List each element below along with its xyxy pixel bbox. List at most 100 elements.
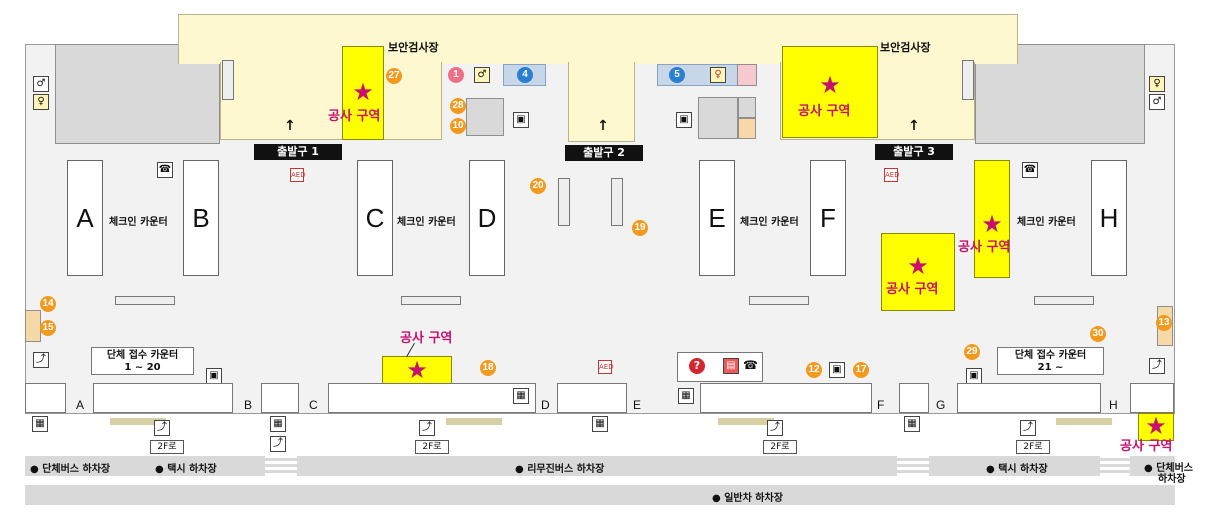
aed-icon-2[interactable]: AED xyxy=(884,168,900,182)
escalator-icon-2[interactable]: ⤴ xyxy=(419,420,435,436)
escalator-tag-4[interactable]: 2F로 xyxy=(1016,440,1050,454)
atm-icon-right[interactable]: ▣ xyxy=(966,368,982,384)
escalator-tag-3[interactable]: 2F로 xyxy=(763,440,797,454)
general-car-road xyxy=(25,485,1175,505)
bench-2 xyxy=(401,296,461,305)
counter-letter-B: B xyxy=(192,203,210,233)
road-label-general-car: ● 일반차 하차장 xyxy=(712,493,783,504)
facility-1[interactable]: 1 xyxy=(448,67,464,83)
info-desk-phone-box[interactable]: ▤ xyxy=(723,358,739,374)
center-pillar-20 xyxy=(558,178,570,226)
door-post-B xyxy=(261,383,299,413)
center-room-left xyxy=(466,98,504,136)
men-toilet-icon-left[interactable]: ♂ xyxy=(33,76,49,92)
facility-5[interactable]: 5 xyxy=(669,67,685,83)
crosswalk-1 xyxy=(265,456,297,476)
counter-letter-D: D xyxy=(477,203,497,233)
facility-14[interactable]: 14 xyxy=(40,296,56,312)
construction-zone-1 xyxy=(342,46,384,140)
atm-icon-center-right[interactable]: ▣ xyxy=(676,112,692,128)
phone-icon-1[interactable]: ☎ xyxy=(157,162,173,178)
facility-10[interactable]: 10 xyxy=(450,118,466,134)
elevator-icon-5[interactable]: ▦ xyxy=(678,388,694,404)
road-label-group-bus-right-2: 하차장 xyxy=(1158,474,1186,485)
facility-20[interactable]: 20 xyxy=(530,178,546,194)
checkin-label-GH: 체크인 카운터 xyxy=(1017,217,1076,228)
facility-12[interactable]: 12 xyxy=(806,362,822,378)
gate-3[interactable]: 출발구 3 xyxy=(875,144,953,160)
road-label-limousine: ● 리무진버스 하차장 xyxy=(515,464,605,475)
door-bay-AB xyxy=(93,383,233,413)
door-letter-B: B xyxy=(244,398,253,412)
bench-3 xyxy=(749,296,809,305)
gate-1[interactable]: 출발구 1 xyxy=(254,144,342,160)
aed-icon-3[interactable]: AED xyxy=(598,360,614,374)
ramp-2 xyxy=(446,418,502,425)
door-bay-GH xyxy=(957,383,1101,413)
escalator-icon-1[interactable]: ⤴ xyxy=(154,420,170,436)
escalator-tag-1[interactable]: 2F로 xyxy=(150,440,184,454)
escalator-icon-4[interactable]: ⤴ xyxy=(1020,420,1036,436)
counter-letter-F: F xyxy=(820,203,836,233)
crosswalk-2 xyxy=(897,456,929,476)
group-counter-left[interactable]: 단체 접수 카운터 1 ~ 20 xyxy=(91,347,194,375)
escalator-icon-right-wall[interactable]: ⤴ xyxy=(1149,358,1165,374)
facility-17[interactable]: 17 xyxy=(853,362,869,378)
facility-4[interactable]: 4 xyxy=(517,67,533,83)
construction-label-5: 공사 구역 xyxy=(400,331,453,346)
men-toilet-icon[interactable]: ♂ xyxy=(474,67,490,83)
escalator-icon-3[interactable]: ⤴ xyxy=(767,420,783,436)
facility-15[interactable]: 15 xyxy=(40,320,56,336)
facility-30[interactable]: 30 xyxy=(1090,326,1106,342)
door-post-left xyxy=(25,383,66,413)
escalator-tag-2[interactable]: 2F로 xyxy=(415,440,449,454)
women-toilet-icon[interactable]: ♀ xyxy=(710,67,726,83)
info-icon[interactable]: ? xyxy=(689,358,705,374)
road-label-taxi-left: ● 택시 하차장 xyxy=(155,464,217,475)
atm-icon-left[interactable]: ▣ xyxy=(206,368,222,384)
info-desk-phone-icon[interactable]: ☎ xyxy=(743,358,758,372)
construction-label-6: 공사 구역 xyxy=(1120,439,1173,454)
left-wall-peach xyxy=(25,310,41,342)
facility-13[interactable]: 13 xyxy=(1156,315,1172,331)
atm-icon-center-left[interactable]: ▣ xyxy=(513,112,529,128)
checkin-counter-B[interactable] xyxy=(183,160,219,276)
checkin-counter-E[interactable] xyxy=(699,160,735,276)
center-room-small xyxy=(738,97,756,118)
door-post-D xyxy=(557,383,627,413)
women-toilet-icon-right[interactable]: ♀ xyxy=(1149,76,1165,92)
escalator-icon-B[interactable]: ⤴ xyxy=(270,436,286,452)
men-toilet-icon-right[interactable]: ♂ xyxy=(1149,94,1165,110)
construction-star-2: ★ xyxy=(819,71,841,99)
security-label-right: 보안검사장 xyxy=(880,41,931,54)
escalator-icon-left-wall[interactable]: ⤴ xyxy=(33,352,49,368)
security-label-left: 보안검사장 xyxy=(388,41,439,54)
checkin-counter-C[interactable] xyxy=(357,160,393,276)
atm-icon-center[interactable]: ▣ xyxy=(829,362,845,378)
ramp-1 xyxy=(110,418,166,425)
phone-icon-2[interactable]: ☎ xyxy=(1022,162,1038,178)
aed-icon-1[interactable]: AED xyxy=(290,168,306,182)
checkin-counter-H[interactable] xyxy=(1091,160,1127,276)
construction-star-1: ★ xyxy=(352,78,374,106)
construction-star-3: ★ xyxy=(981,210,1003,238)
elevator-icon-3[interactable]: ▦ xyxy=(513,388,529,404)
checkin-counter-A[interactable] xyxy=(67,160,103,276)
women-toilet-icon-left[interactable]: ♀ xyxy=(33,94,49,110)
facility-19[interactable]: 19 xyxy=(632,220,648,236)
gate-2[interactable]: 출발구 2 xyxy=(565,145,643,161)
facility-29[interactable]: 29 xyxy=(964,344,980,360)
elevator-icon-6[interactable]: ▦ xyxy=(904,416,920,432)
checkin-counter-F[interactable] xyxy=(810,160,846,276)
facility-27[interactable]: 27 xyxy=(386,68,402,84)
group-counter-right[interactable]: 단체 접수 카운터 21 ~ xyxy=(997,347,1104,375)
group-counter-right-range: 21 ~ xyxy=(1037,362,1064,373)
elevator-icon-1[interactable]: ▦ xyxy=(32,416,48,432)
facility-28[interactable]: 28 xyxy=(450,98,466,114)
elevator-icon-4[interactable]: ▦ xyxy=(592,416,608,432)
elevator-icon-2[interactable]: ▦ xyxy=(270,416,286,432)
checkin-counter-D[interactable] xyxy=(469,160,505,276)
facility-18[interactable]: 18 xyxy=(480,360,496,376)
door-post-F xyxy=(899,383,929,413)
construction-label-1: 공사 구역 xyxy=(328,109,381,124)
